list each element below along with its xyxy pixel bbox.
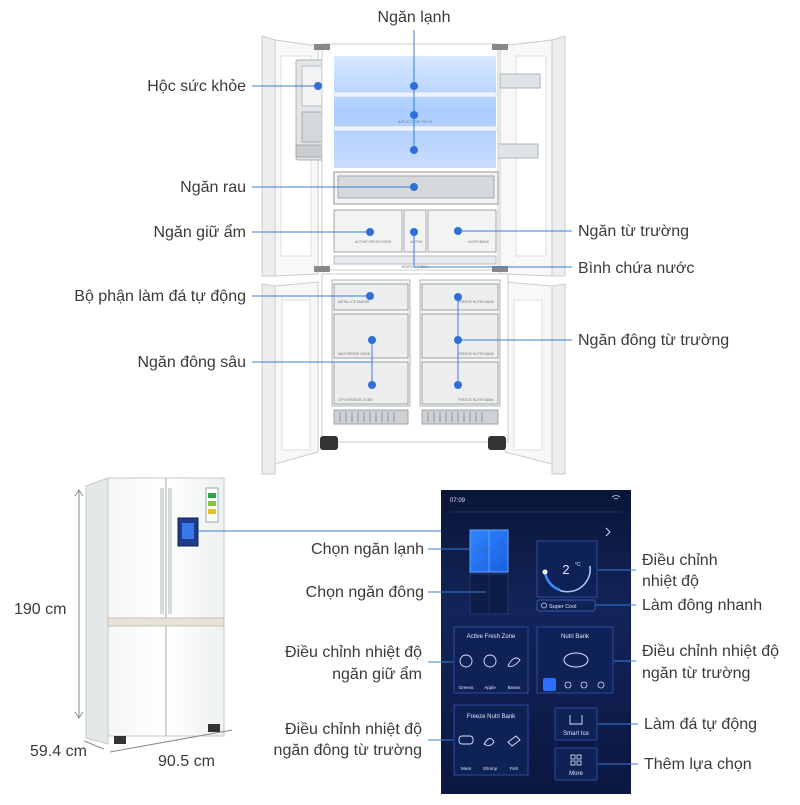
- more-label: More: [569, 771, 583, 777]
- chevron-right-icon[interactable]: [605, 527, 611, 537]
- freeze-item-fish: Fish: [510, 766, 519, 771]
- apple-icon[interactable]: [483, 654, 497, 668]
- freezer-tag-top-left: METAL ICE MAKER: [338, 300, 370, 304]
- callout-super-cool: Làm đông nhanh: [642, 597, 762, 614]
- callout-fridge-compartment: Ngăn lạnh: [378, 9, 451, 26]
- callout-water-tank: Bình chứa nước: [578, 260, 694, 277]
- freezer-tag-low-right: FREEZE NUTRI BANK: [458, 398, 495, 402]
- snowflake-icon: [541, 602, 547, 609]
- nutri-bank-title: Nutri Bank: [561, 634, 590, 640]
- dimension-depth: 59.4 cm: [30, 743, 87, 760]
- nutri-mode-3-button[interactable]: [580, 681, 588, 689]
- callout-moisture-temp-line1: Điều chỉnh nhiệt độ: [285, 644, 422, 661]
- panel-time: 07:09: [450, 498, 466, 504]
- freeze-nutri-bank-card[interactable]: [453, 704, 529, 776]
- temperature-dial[interactable]: [536, 540, 598, 598]
- callout-moisture-temp-line2: ngăn giữ ẩm: [332, 665, 422, 683]
- drawer-tag-left: ACTIVE FRESH ZONE: [355, 240, 392, 244]
- active-fresh-zone-title: Active Fresh Zone: [467, 634, 516, 640]
- freeze-item-meat: Meat: [461, 766, 472, 771]
- callout-freezer-magnetic-line2: ngăn đông từ trường: [274, 742, 422, 759]
- nutri-mode-2-button[interactable]: [564, 681, 572, 689]
- drawer-tag-middle: ACTIVE: [410, 240, 423, 244]
- fresh-item-beans: Beans: [508, 685, 522, 690]
- greens-icon[interactable]: [459, 654, 473, 668]
- active-fresh-zone-card[interactable]: [453, 626, 529, 694]
- dimension-width: 90.5 cm: [158, 753, 215, 770]
- beans-icon[interactable]: [507, 657, 521, 667]
- callout-more-options: Thêm lựa chọn: [644, 756, 752, 773]
- callout-auto-ice: Làm đá tự động: [644, 716, 757, 733]
- wifi-icon: [611, 495, 621, 500]
- freezer-tag-low-left: CRYOFREEZE ZONE: [338, 398, 373, 402]
- dimension-lines: 190 cm 59.4 cm 90.5 cm: [14, 489, 472, 770]
- dimension-height: 190 cm: [14, 601, 66, 618]
- ice-cube-icon: [569, 715, 583, 725]
- callout-magnetic-drawer: Ngăn từ trường: [578, 223, 689, 240]
- shelf-tag: AIR ACTIVE TECH: [398, 119, 432, 124]
- callout-health-box: Hộc sức khỏe: [147, 78, 246, 95]
- more-button[interactable]: [554, 747, 598, 781]
- control-panel: 07:09 2 °C Super Cool Active Fresh Zone …: [441, 490, 631, 794]
- super-cool-label: Super Cool: [549, 604, 577, 610]
- nutri-mode-4-button[interactable]: [597, 681, 605, 689]
- freezer-tag-top-right: FREEZE NUTRI BANK: [458, 300, 495, 304]
- callout-ice-maker: Bộ phận làm đá tự động: [74, 288, 246, 305]
- freezer-tag-mid-right: FREEZE NUTRI BANK: [458, 352, 495, 356]
- smart-ice-label: Smart Ice: [563, 731, 589, 737]
- fish-icon[interactable]: [507, 735, 521, 747]
- closed-fridge-illustration: [85, 477, 225, 745]
- temperature-value: 2: [562, 562, 569, 577]
- steak-icon: [563, 652, 589, 668]
- callout-magnetic-temp-line2: ngăn từ trường: [642, 665, 750, 682]
- freeze-nutri-bank-title: Freeze Nutri Bank: [467, 714, 516, 720]
- freezer-tag-mid-left: MAXFREEZE ZONE: [338, 352, 371, 356]
- callout-choose-fridge: Chọn ngăn lạnh: [311, 541, 424, 558]
- nutri-mode-1-button[interactable]: [543, 678, 556, 691]
- callout-freezer-magnetic-line1: Điều chỉnh nhiệt độ: [285, 721, 422, 738]
- freeze-item-shrimp: Shrimp: [483, 766, 498, 771]
- meat-icon[interactable]: [458, 735, 474, 745]
- callout-magnetic-temp-line1: Điều chỉnh nhiệt độ: [642, 643, 779, 660]
- temperature-unit: °C: [575, 562, 581, 568]
- drawer-tag-right: NUTRI BANK: [468, 240, 490, 244]
- fresh-item-greens: Greens: [459, 685, 475, 690]
- super-cool-button[interactable]: [536, 599, 596, 612]
- panel-callouts: Chọn ngăn lạnh Chọn ngăn đông Điều chỉnh…: [274, 541, 780, 773]
- fridge-callouts: Ngăn lạnh Hộc sức khỏe Ngăn rau Ngăn giữ…: [74, 9, 729, 389]
- callout-magnetic-freezer: Ngăn đông từ trường: [578, 332, 729, 349]
- callout-adjust-temp-line1: Điều chỉnh: [642, 552, 718, 569]
- fresh-item-apple: Apple: [484, 685, 496, 690]
- callout-choose-freezer: Chọn ngăn đông: [306, 584, 424, 601]
- shrimp-icon[interactable]: [483, 738, 495, 747]
- grid-icon: [570, 754, 582, 766]
- callout-adjust-temp-line2: nhiệt độ: [642, 573, 699, 590]
- callout-vegetable-drawer: Ngăn rau: [180, 179, 246, 196]
- callout-moisture-drawer: Ngăn giữ ẩm: [153, 223, 246, 241]
- callout-deep-freeze: Ngăn đông sâu: [137, 354, 246, 371]
